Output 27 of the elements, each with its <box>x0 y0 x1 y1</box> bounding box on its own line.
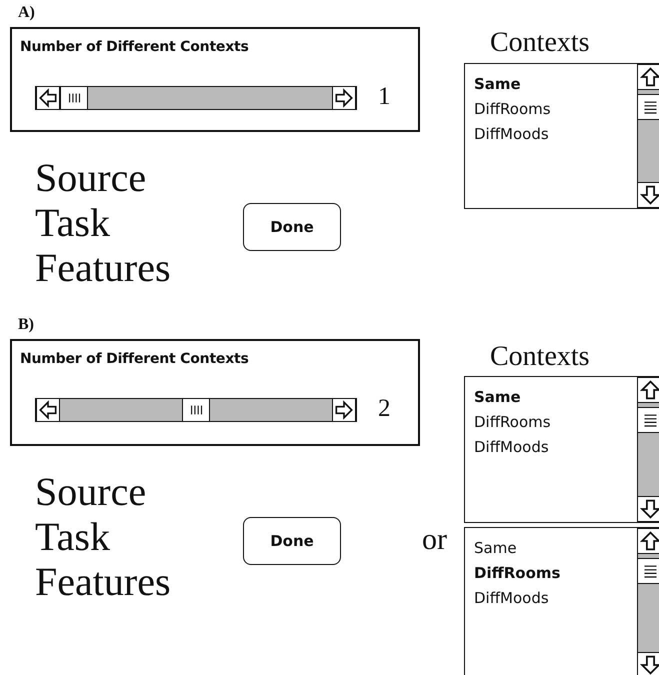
list-box <box>464 376 659 523</box>
done-button: Done <box>243 203 341 251</box>
done-button: Done <box>243 517 341 565</box>
panel-label: B) <box>18 316 34 334</box>
list-item: DiffMoods <box>474 589 549 607</box>
slider-value: 2 <box>378 395 390 423</box>
text-label: Contexts <box>490 341 590 373</box>
list-item: DiffRooms <box>474 100 551 118</box>
list-box <box>464 527 659 675</box>
feature-heading: Source Task Features <box>35 469 172 604</box>
panel-label: A) <box>18 4 35 22</box>
list-item: DiffRooms <box>474 564 560 582</box>
list-item: Same <box>474 75 521 93</box>
list-item: DiffRooms <box>474 413 551 431</box>
panel-title: Number of Different Contexts <box>20 39 249 55</box>
slider-value: 1 <box>378 83 390 111</box>
slider-panel <box>10 27 420 132</box>
text-label: Contexts <box>490 27 590 59</box>
list-item: Same <box>474 539 517 557</box>
list-item: Same <box>474 388 521 406</box>
text-label: or <box>422 523 447 557</box>
slider-panel <box>10 339 420 446</box>
panel-title: Number of Different Contexts <box>20 351 249 367</box>
list-item: DiffMoods <box>474 438 549 456</box>
list-item: DiffMoods <box>474 125 549 143</box>
feature-heading: Source Task Features <box>35 155 172 290</box>
list-box <box>464 63 659 209</box>
